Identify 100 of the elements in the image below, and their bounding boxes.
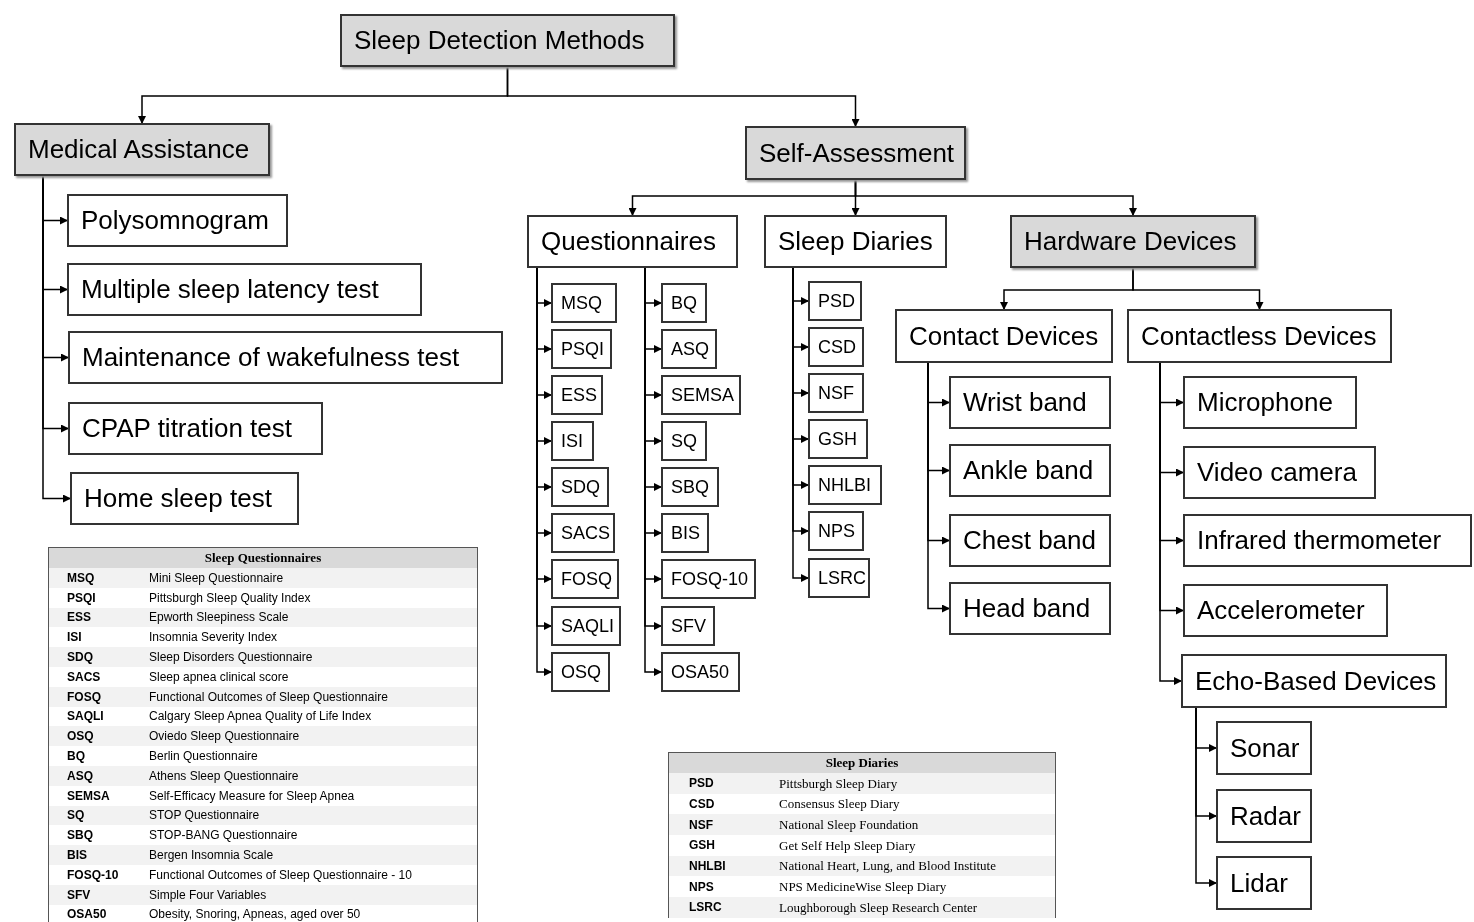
abbreviation-text: SEMSA bbox=[66, 787, 111, 805]
abbreviation-box: ASQ bbox=[661, 329, 717, 369]
abbreviation-text: NSF bbox=[688, 816, 714, 834]
abbreviation-text: BIS bbox=[66, 847, 88, 865]
abbreviation-box: NSF bbox=[808, 373, 864, 413]
abbreviation-box: OSA50 bbox=[661, 652, 740, 692]
method-box: Radar bbox=[1216, 789, 1312, 843]
abbreviation-text: LSRC bbox=[688, 899, 723, 917]
description-text: Sleep apnea clinical score bbox=[149, 668, 289, 686]
category-box: Sleep Detection Methods bbox=[340, 14, 675, 67]
abbreviation-box: SAQLI bbox=[551, 606, 621, 646]
method-box: CPAP titration test bbox=[68, 402, 323, 455]
abbreviation-box: SEMSA bbox=[661, 375, 741, 415]
abbreviation-text: PSD bbox=[688, 775, 715, 793]
abbreviation-box: MSQ bbox=[551, 283, 617, 323]
method-box: Ankle band bbox=[949, 444, 1111, 497]
category-box: Medical Assistance bbox=[14, 123, 270, 176]
method-box: Accelerometer bbox=[1183, 584, 1388, 637]
abbreviation-text: MSQ bbox=[66, 569, 96, 587]
abbreviation-text: SDQ bbox=[66, 649, 94, 667]
description-text: National Heart, Lung, and Blood Institute bbox=[779, 857, 996, 876]
abbreviation-text: GSH bbox=[688, 837, 716, 855]
abbreviation-text: CSD bbox=[688, 796, 716, 814]
abbreviation-box: GSH bbox=[808, 419, 868, 459]
abbreviation-box: BQ bbox=[661, 283, 707, 323]
abbreviation-box: CSD bbox=[808, 327, 864, 367]
abbreviation-text: OSQ bbox=[66, 728, 95, 746]
description-text: Sleep Disorders Questionnaire bbox=[149, 649, 313, 667]
description-text: STOP-BANG Questionnaire bbox=[149, 827, 298, 845]
arrow bbox=[927, 362, 950, 613]
description-text: Epworth Sleepiness Scale bbox=[149, 609, 289, 627]
abbreviation-box: FOSQ bbox=[551, 559, 619, 599]
description-text: Berlin Questionnaire bbox=[149, 748, 258, 766]
description-text: National Sleep Foundation bbox=[779, 815, 919, 834]
abbreviation-box: NPS bbox=[808, 511, 864, 551]
abbreviation-box: SACS bbox=[551, 513, 615, 553]
method-box: Sleep Diaries bbox=[764, 215, 947, 268]
description-text: Simple Four Variables bbox=[149, 886, 267, 904]
method-box: Contactless Devices bbox=[1127, 309, 1392, 363]
description-text: NPS MedicineWise Sleep Diary bbox=[779, 878, 947, 897]
description-text: Bergen Insomnia Scale bbox=[149, 847, 274, 865]
abbreviation-box: SQ bbox=[661, 421, 707, 461]
description-text: Consensus Sleep Diary bbox=[779, 795, 900, 814]
description-text: Loughborough Sleep Research Center bbox=[779, 898, 978, 917]
abbreviation-box: ESS bbox=[551, 375, 603, 415]
method-box: Sonar bbox=[1216, 721, 1312, 775]
category-box: Hardware Devices bbox=[1010, 215, 1256, 268]
arrow bbox=[1132, 267, 1264, 310]
description-text: STOP Questionnaire bbox=[149, 807, 260, 825]
description-text: Functional Outcomes of Sleep Questionnaire - 10 bbox=[149, 866, 412, 884]
table-header: Sleep Questionnaires bbox=[49, 548, 477, 568]
abbreviation-text: SFV bbox=[66, 886, 92, 904]
abbreviation-box: LSRC bbox=[808, 558, 870, 598]
abbreviation-box: ISI bbox=[551, 421, 594, 461]
abbreviation-text: SBQ bbox=[66, 827, 94, 845]
abbreviation-text: OSA50 bbox=[66, 906, 108, 922]
method-box: Multiple sleep latency test bbox=[67, 263, 422, 316]
method-box: Echo-Based Devices bbox=[1181, 654, 1447, 708]
abbreviation-text: BQ bbox=[66, 748, 86, 766]
abbreviation-text: SQ bbox=[66, 807, 86, 825]
arrow bbox=[1195, 707, 1217, 887]
abbreviation-box: OSQ bbox=[551, 652, 610, 692]
category-box: Self-Assessment bbox=[745, 126, 966, 180]
abbreviation-text: ISI bbox=[66, 629, 83, 647]
abbreviation-text: FOSQ bbox=[66, 688, 102, 706]
arrow bbox=[506, 66, 860, 127]
method-box: Wrist band bbox=[949, 376, 1111, 429]
method-box: Polysomnogram bbox=[67, 194, 288, 247]
description-text: Mini Sleep Questionnaire bbox=[149, 569, 284, 587]
description-text: Functional Outcomes of Sleep Questionnaire bbox=[149, 688, 388, 706]
abbreviation-text: ASQ bbox=[66, 767, 94, 785]
method-box: Infrared thermometer bbox=[1183, 514, 1472, 567]
description-text: Insomnia Severity Index bbox=[149, 629, 278, 647]
abbreviation-text: NPS bbox=[688, 878, 715, 896]
abbreviation-box: FOSQ-10 bbox=[661, 559, 756, 599]
description-text: Obesity, Snoring, Apneas, aged over 50 bbox=[149, 906, 361, 922]
arrow bbox=[854, 179, 1137, 216]
abbreviation-text: FOSQ-10 bbox=[66, 866, 120, 884]
table-header: Sleep Diaries bbox=[669, 753, 1055, 773]
description-text: Oviedo Sleep Questionnaire bbox=[149, 728, 300, 746]
method-box: Contact Devices bbox=[895, 309, 1113, 363]
arrow bbox=[1159, 362, 1182, 685]
method-box: Home sleep test bbox=[70, 472, 299, 525]
method-box: Questionnaires bbox=[527, 215, 738, 268]
method-box: Lidar bbox=[1216, 856, 1312, 910]
abbreviation-text: NHLBI bbox=[688, 858, 727, 876]
abbreviation-box: BIS bbox=[661, 513, 709, 553]
method-box: Microphone bbox=[1183, 376, 1357, 429]
abbreviation-box: PSD bbox=[808, 281, 862, 321]
abbreviation-box: PSQI bbox=[551, 329, 612, 369]
abbreviation-box: NHLBI bbox=[808, 465, 882, 505]
method-box: Video camera bbox=[1183, 446, 1376, 499]
abbreviation-text: SACS bbox=[66, 668, 102, 686]
abbreviation-text: PSQI bbox=[66, 589, 97, 607]
description-text: Pittsburgh Sleep Diary bbox=[779, 774, 898, 793]
abbreviation-box: SDQ bbox=[551, 467, 609, 507]
description-text: Self-Efficacy Measure for Sleep Apnea bbox=[149, 787, 355, 805]
abbreviation-text: SAQLI bbox=[66, 708, 105, 726]
description-text: Athens Sleep Questionnaire bbox=[149, 767, 299, 785]
description-text: Pittsburgh Sleep Quality Index bbox=[149, 589, 311, 607]
